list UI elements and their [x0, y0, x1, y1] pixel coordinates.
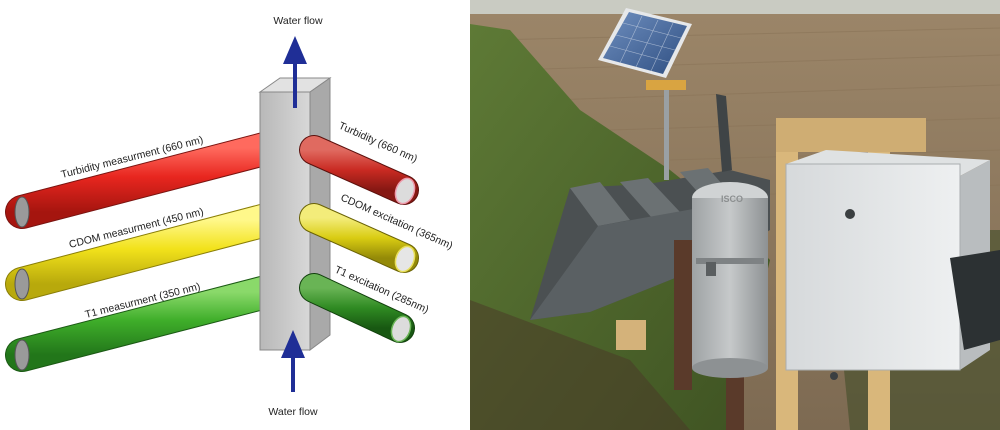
flow-arrow-bottom — [281, 330, 305, 392]
flow-label-bottom: Water flow — [268, 406, 318, 418]
flow-arrow-top — [283, 36, 307, 108]
field-installation-photo: ISCO — [470, 0, 1000, 430]
timber-frame-top — [776, 118, 926, 152]
sensor-diagram: Water flow Water flow Turbidity measurme… — [5, 15, 455, 418]
solar-panel — [598, 8, 692, 78]
right-rod-cdom — [299, 203, 419, 273]
right-rod-t1 — [299, 273, 415, 343]
sky — [470, 0, 1000, 14]
water-sampler: ISCO — [692, 182, 768, 378]
solar-mast — [664, 80, 669, 180]
left-rod-t1 — [5, 275, 283, 372]
solar-bracket — [646, 80, 686, 90]
wooden-block — [616, 320, 646, 350]
fence-panel — [950, 250, 1000, 350]
flow-label-top: Water flow — [273, 15, 323, 27]
right-rod-turbidity — [299, 135, 419, 205]
left-rod-turbidity — [5, 131, 285, 229]
ditch — [470, 300, 690, 430]
left-rod-cdom — [5, 203, 283, 301]
wooden-post-left — [674, 240, 692, 390]
control-cabinet — [785, 150, 990, 380]
sampler-logo: ISCO — [721, 194, 743, 204]
